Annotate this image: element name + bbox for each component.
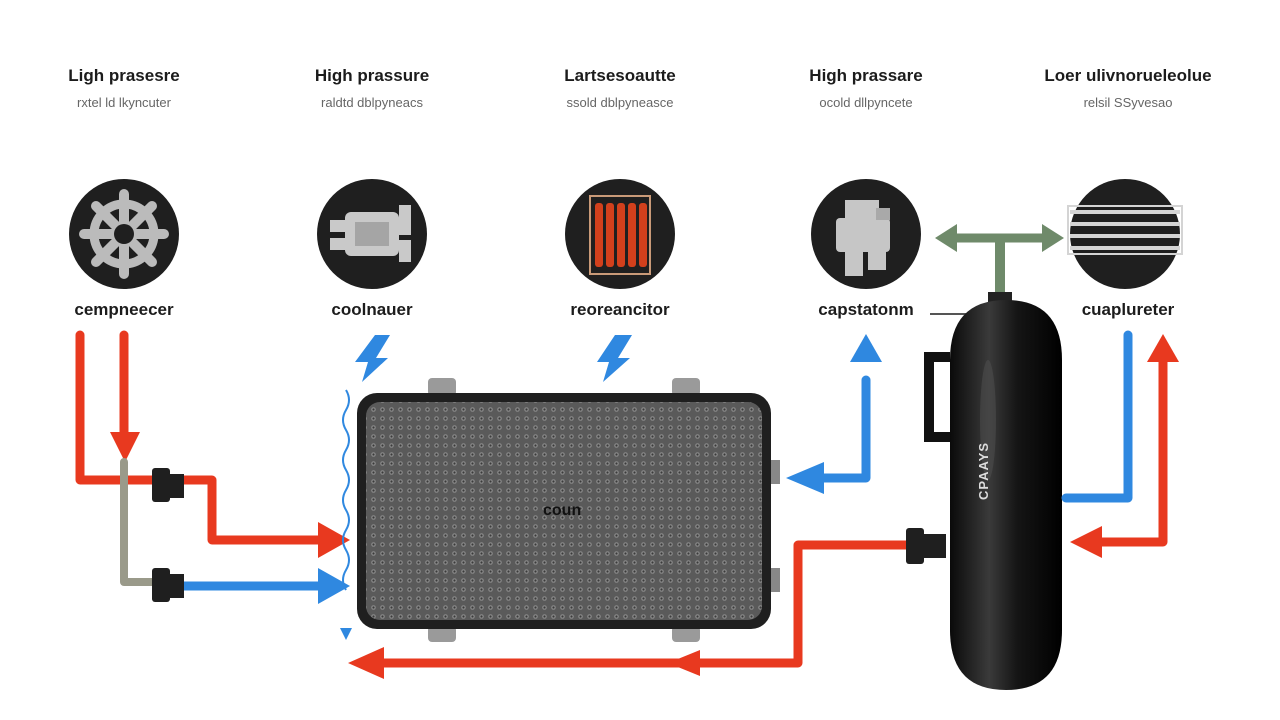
column-title-2: High prassure xyxy=(314,66,430,85)
column-label-4: capstatonm xyxy=(818,300,914,319)
red-bottom-pipe xyxy=(348,540,917,679)
left-hot-pipe xyxy=(75,330,350,558)
column-label-1: cempneecer xyxy=(74,300,174,319)
main-unit-label: coun xyxy=(543,502,582,519)
column-title-4: High prassare xyxy=(809,66,923,85)
column-title-1: Ligh prasesre xyxy=(68,66,180,85)
airflow-up-arrow-center xyxy=(597,335,632,382)
right-blue-pipe xyxy=(1061,330,1133,503)
column-label-5: cuaplureter xyxy=(1081,300,1175,319)
heating-coil-icon xyxy=(565,179,675,289)
wavy-airflow-arrowhead xyxy=(340,628,352,640)
blue-return-pipe xyxy=(786,334,882,494)
column-subtitle-1: rxtel ld lkyncuter xyxy=(77,95,171,110)
column-title-5: Loer ulivnorueleolue xyxy=(1044,66,1212,85)
column-subtitle-3: ssold dblpyneasce xyxy=(566,95,674,110)
condenser-icon xyxy=(317,179,427,289)
tank-inlet-fitting xyxy=(906,528,946,564)
right-red-pipe xyxy=(1070,334,1179,558)
column-title-3: Lartsesoautte xyxy=(564,66,676,85)
left-pipe-fittings xyxy=(152,468,184,602)
receiver-tank xyxy=(924,300,1062,690)
evaporator-grille-icon xyxy=(1067,179,1183,289)
main-unit xyxy=(357,378,780,642)
wavy-airflow-line xyxy=(342,389,350,591)
column-subtitle-4: ocold dllpyncete xyxy=(819,95,913,110)
airflow-up-arrow-left xyxy=(355,335,390,382)
expansion-valve-icon xyxy=(811,179,921,289)
tank-label: CPAAYS xyxy=(976,441,991,500)
compressor-fan-icon xyxy=(69,179,179,289)
column-subtitle-2: raldtd dblpyneacs xyxy=(321,95,423,110)
column-label-3: reoreancitor xyxy=(570,300,670,319)
column-label-2: coolnauer xyxy=(331,300,413,319)
column-subtitle-5: relsil SSyvesao xyxy=(1083,95,1173,110)
